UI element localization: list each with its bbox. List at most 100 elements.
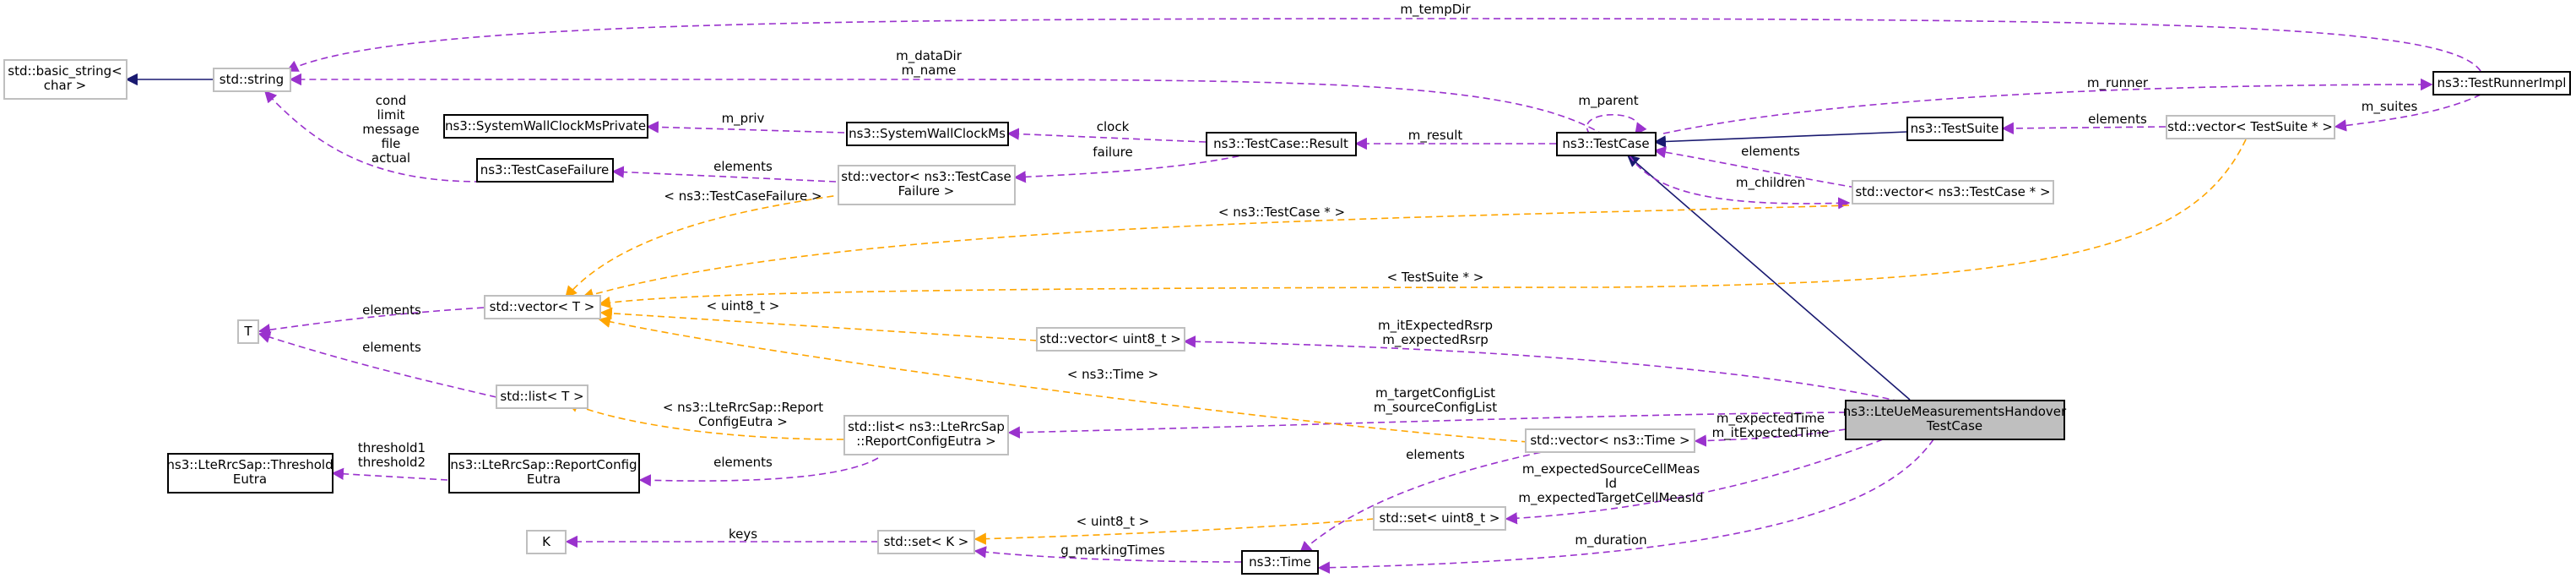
node-set-K[interactable]: std::set< K > [877, 530, 975, 554]
text-line: m_tempDir [1400, 2, 1471, 18]
text-line: threshold2 [358, 455, 426, 470]
edge-m-parent [1586, 113, 1647, 136]
label-m-children: m_children [1736, 175, 1805, 191]
edge-elements-report [638, 457, 879, 487]
svg-text:std::vector< ns3::TestCase * >: std::vector< ns3::TestCase * > [1855, 184, 2050, 199]
text-line: elements [1406, 447, 1465, 462]
label-tmpl-failure: < ns3::TestCaseFailure > [664, 188, 822, 204]
node-time[interactable]: ns3::Time [1241, 550, 1319, 575]
label-elements-report: elements [713, 455, 773, 470]
node-vector-uint8[interactable]: std::vector< uint8_t > [1036, 327, 1185, 352]
text-line: std::string [220, 72, 284, 87]
text-line: clock [1097, 119, 1130, 134]
text-line: keys [729, 526, 757, 542]
node-T[interactable]: T [237, 319, 259, 344]
node-test-suite[interactable]: ns3::TestSuite [1906, 117, 2004, 141]
svg-text:ns3::TestRunnerImpl: ns3::TestRunnerImpl [2438, 75, 2567, 90]
text-line: elements [362, 303, 421, 318]
text-line: T [243, 324, 252, 339]
node-vector-time[interactable]: std::vector< ns3::Time > [1525, 428, 1695, 453]
text-line: < ns3::TestCase * > [1218, 204, 1345, 220]
text-line: cond [376, 93, 406, 108]
text-line: ns3::TestCase::Result [1213, 136, 1348, 151]
label-tmpl-u8-set: < uint8_t > [1076, 514, 1150, 530]
svg-text:std::list< T >: std::list< T > [500, 389, 583, 404]
node-set-uint8[interactable]: std::set< uint8_t > [1373, 506, 1506, 531]
text-line: TestCase [1926, 418, 1982, 434]
node-test-case-failure[interactable]: ns3::TestCaseFailure [476, 158, 614, 183]
node-vector-T[interactable]: std::vector< T > [484, 295, 601, 319]
edge-tmpl-failure [565, 194, 845, 299]
text-line: m_sourceConfigList [1374, 400, 1497, 416]
node-test-case[interactable]: ns3::TestCase [1556, 132, 1657, 156]
svg-text:ns3::SystemWallClockMs: ns3::SystemWallClockMs [849, 126, 1006, 141]
edge-tmpl-report [566, 401, 844, 440]
node-list-report-config[interactable]: std::list< ns3::LteRrcSap::ReportConfigE… [843, 415, 1009, 455]
text-line: m_suites [2362, 99, 2418, 115]
node-test-runner-impl[interactable]: ns3::TestRunnerImpl [2432, 71, 2571, 95]
node-vector-suite[interactable]: std::vector< TestSuite * > [2166, 115, 2335, 139]
node-test-case-result[interactable]: ns3::TestCase::Result [1206, 132, 1357, 156]
edge-tmpl-suite [598, 139, 2247, 308]
text-line: std::vector< TestSuite * > [2167, 119, 2333, 134]
edge-elements-list [258, 331, 497, 398]
text-line: elements [362, 340, 421, 355]
node-K[interactable]: K [526, 530, 567, 554]
label-m-runner: m_runner [2087, 75, 2149, 91]
edge-m-runner [1662, 78, 2433, 134]
text-line: ns3::LteRrcSap::Threshold [166, 457, 333, 472]
edge-config-list [1007, 412, 1847, 439]
edge-tmpl-u8 [599, 307, 1038, 341]
node-basic-string[interactable]: std::basic_string<char > [3, 59, 127, 100]
node-vector-testcase[interactable]: std::vector< ns3::TestCase * > [1852, 180, 2054, 204]
edge-expected-time [1694, 428, 1847, 447]
text-line: elements [2088, 112, 2147, 127]
edge-elements-failure [611, 166, 837, 183]
svg-text:ns3::TestSuite: ns3::TestSuite [1911, 121, 1999, 136]
svg-text:std::set< uint8_t >: std::set< uint8_t > [1380, 510, 1500, 526]
text-line: m_name [902, 63, 957, 79]
text-line: m_priv [722, 111, 765, 127]
label-failure: failure [1093, 144, 1132, 160]
svg-text:ns3::TestCase::Result: ns3::TestCase::Result [1213, 136, 1348, 151]
svg-text:std::vector< TestSuite * >: std::vector< TestSuite * > [2167, 119, 2333, 134]
edge-elements-T [258, 307, 485, 336]
text-line: ns3::Time [1249, 554, 1311, 570]
node-system-wall-clock[interactable]: ns3::SystemWallClockMs [846, 122, 1009, 146]
edge-m-priv [646, 121, 845, 134]
text-line: < uint8_t > [1076, 514, 1150, 530]
text-line: m_itExpectedRsrp [1378, 318, 1493, 334]
node-system-wall-clock-private[interactable]: ns3::SystemWallClockMsPrivate [443, 114, 648, 139]
text-line: < ns3::Time > [1067, 367, 1158, 382]
edge-main-testcase [1626, 155, 1911, 401]
node-std-string[interactable]: std::string [213, 68, 291, 92]
text-line: ns3::SystemWallClockMs [849, 126, 1006, 141]
text-line: m_result [1408, 128, 1463, 144]
edge-m-suites [2334, 94, 2481, 132]
node-list-T[interactable]: std::list< T > [496, 384, 588, 409]
text-line: g_markingTimes [1060, 543, 1165, 559]
svg-text:std::list< ns3::LteRrcSap::Rep: std::list< ns3::LteRrcSap::ReportConfigE… [848, 419, 1005, 449]
label-elements-time: elements [1406, 447, 1465, 462]
edge-m-tempdir [285, 18, 2481, 72]
label-elements-failure: elements [713, 159, 773, 174]
edge-tmpl-time [598, 315, 1529, 443]
label-elements-T: elements [362, 303, 421, 318]
edge-marking-times [973, 546, 1242, 563]
edge-clock [1006, 128, 1207, 143]
text-line: < ns3::LteRrcSap::Report [663, 400, 823, 415]
label-m-parent: m_parent [1578, 93, 1638, 109]
edge-elements-tc [1653, 146, 1857, 188]
text-line: ns3::LteUeMeasurementsHandover [1843, 404, 2067, 419]
text-line: Eutra [233, 472, 267, 487]
svg-text:ns3::Time: ns3::Time [1249, 554, 1311, 570]
text-line: failure [1093, 144, 1132, 160]
